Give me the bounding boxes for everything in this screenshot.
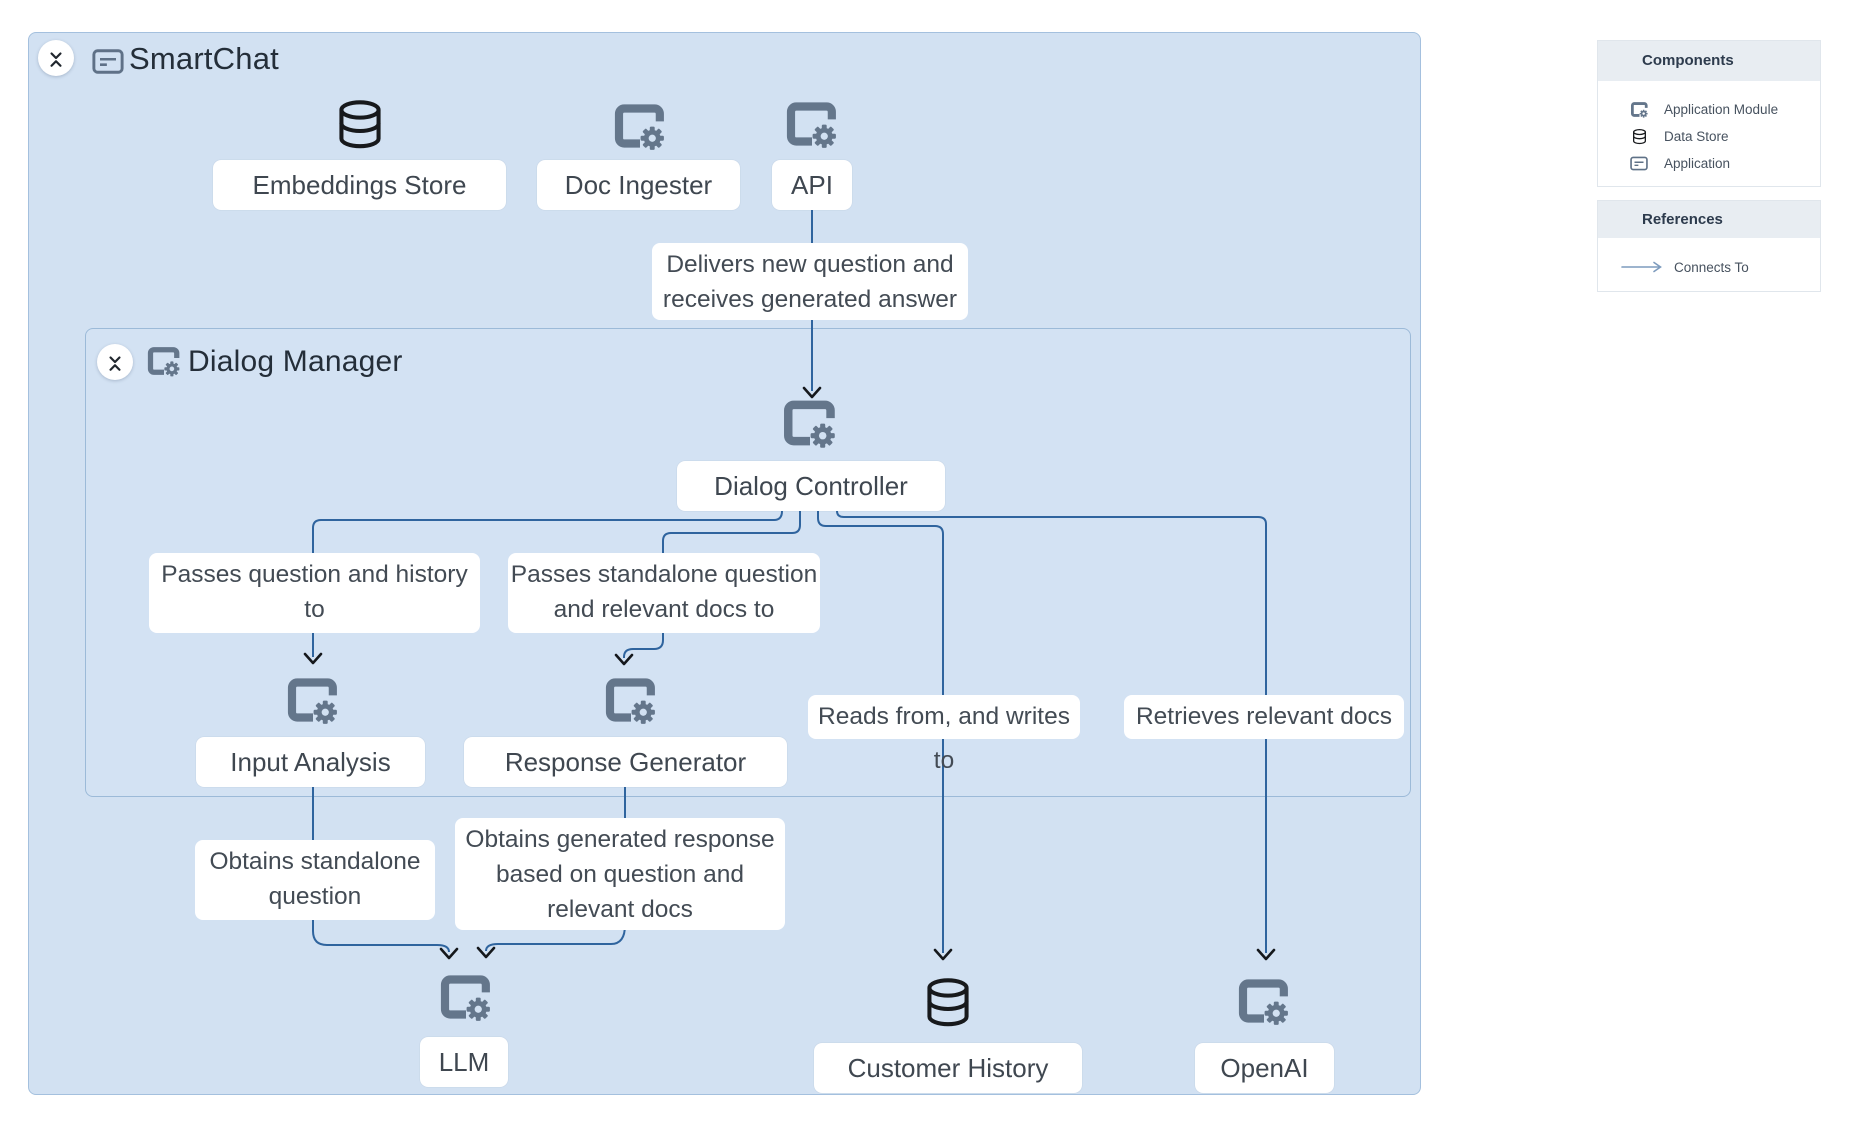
node-openai[interactable]: OpenAI [1195,1043,1334,1093]
application-icon [92,48,124,80]
smartchat-collapse-button[interactable] [38,40,74,76]
legend-item-label: Application Module [1664,101,1779,117]
legend-item-application-module: Application Module [1629,96,1778,122]
node-customer-history[interactable]: Customer History [814,1043,1082,1093]
edge-label-response-to-llm: Obtains generated response based on ques… [455,818,785,930]
legend-item-label: Data Store [1664,128,1729,144]
edge-label-controller-to-input: Passes question and history to [149,553,480,633]
application-module-icon[interactable] [781,394,839,457]
edge-label-api-to-controller: Delivers new question and receives gener… [652,243,968,320]
dialog-manager-title: Dialog Manager [188,345,403,378]
application-module-icon[interactable] [612,98,668,159]
legend-item-data-store: Data Store [1629,123,1729,149]
collapse-vertical-icon [102,349,128,375]
legend-item-label: Connects To [1674,259,1749,275]
edge-label-controller-to-response: Passes standalone question and relevant … [508,553,820,633]
legend-components-title: Components [1598,41,1820,81]
application-module-icon [1629,99,1649,119]
application-module-icon[interactable] [285,672,341,733]
edge-label-controller-to-history: Reads from, and writes to [808,695,1080,774]
node-dialog-controller[interactable]: Dialog Controller [677,461,945,511]
collapse-vertical-icon [43,45,69,71]
legend-item-label: Application [1664,155,1731,171]
data-store-icon [1629,126,1649,146]
application-module-icon[interactable] [603,672,659,733]
edge-label-controller-to-openai: Retrieves relevant docs [1124,695,1404,739]
application-module-icon[interactable] [1236,973,1292,1034]
node-input-analysis[interactable]: Input Analysis [196,737,425,787]
legend-components-panel: Components [1597,40,1821,187]
application-module-icon[interactable] [784,96,840,157]
legend-item-application: Application [1629,150,1730,176]
data-store-icon[interactable] [333,97,387,156]
smartchat-title: SmartChat [129,41,279,76]
data-store-icon[interactable] [921,975,975,1034]
node-llm[interactable]: LLM [420,1037,508,1087]
application-icon [1629,153,1649,173]
node-doc-ingester[interactable]: Doc Ingester [537,160,740,210]
legend-item-connects-to: Connects To [1621,254,1749,280]
legend-references-title: References [1598,201,1820,238]
connects-to-arrow-icon [1621,257,1667,277]
dialog-manager-collapse-button[interactable] [97,344,133,380]
node-response-generator[interactable]: Response Generator [464,737,787,787]
application-module-icon [146,343,182,384]
application-module-icon[interactable] [438,969,494,1030]
edge-label-input-to-llm: Obtains standalone question [195,840,435,920]
node-api[interactable]: API [772,160,852,210]
legend-references-panel: References [1597,200,1821,292]
node-embeddings-store[interactable]: Embeddings Store [213,160,506,210]
